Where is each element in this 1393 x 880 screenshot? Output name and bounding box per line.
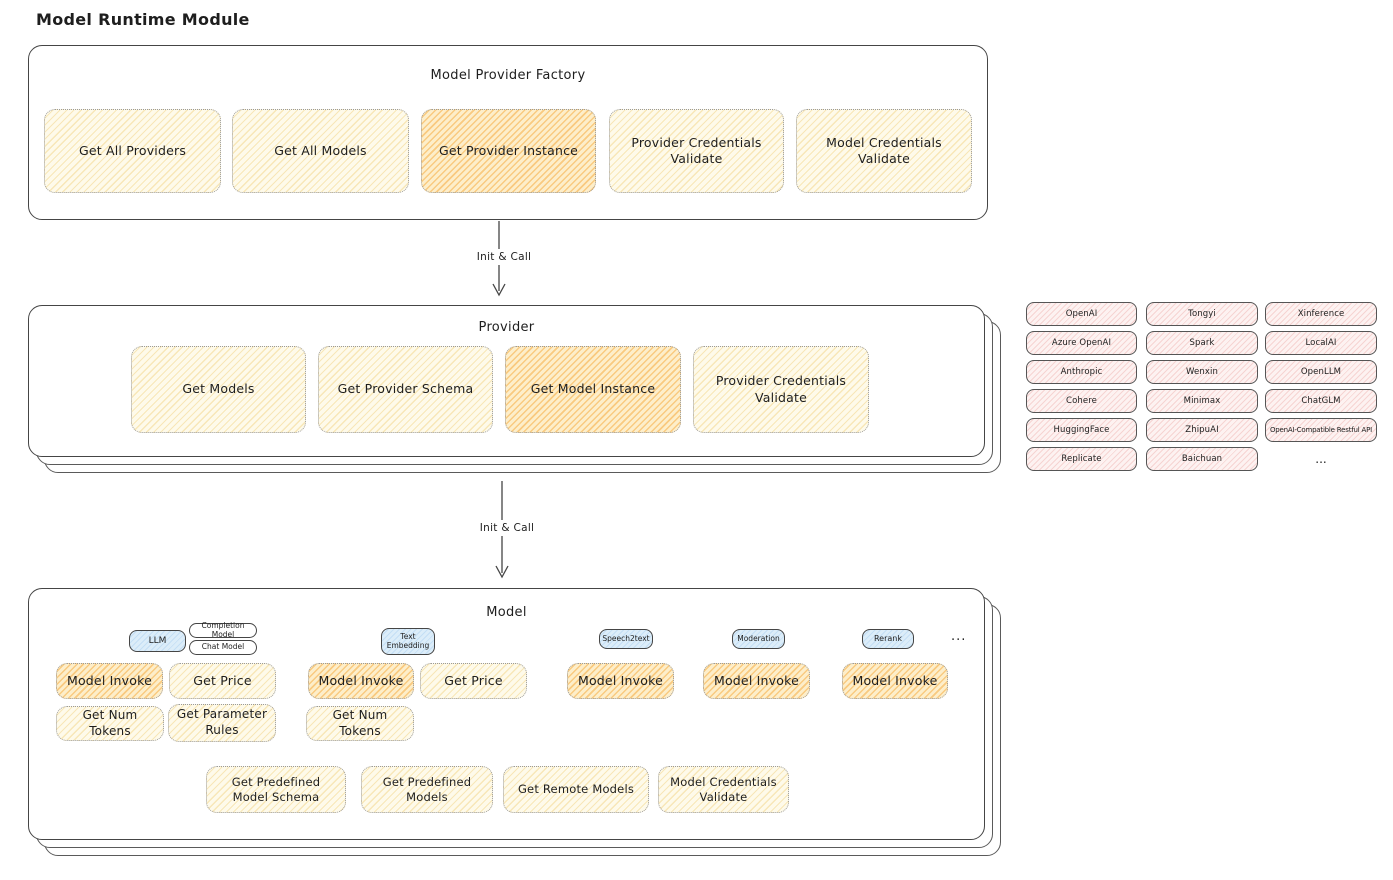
provider-button-get-provider-schema: Get Provider Schema: [318, 346, 493, 433]
provider-chip-openllm: OpenLLM: [1265, 360, 1377, 384]
provider-button-provider-credentials-validate: Provider Credentials Validate: [693, 346, 869, 433]
model-button-llm-get-price: Get Price: [169, 663, 276, 699]
provider-chip-huggingface: HuggingFace: [1026, 418, 1137, 442]
model-type-chip-moderation: Moderation: [732, 629, 785, 649]
diagram-title: Model Runtime Module: [36, 10, 250, 29]
factory-button-model-credentials-validate: Model Credentials Validate: [796, 109, 972, 193]
model-button-model-credentials-validate: Model Credentials Validate: [658, 766, 789, 813]
provider-box: Provider Get Models Get Provider Schema …: [28, 305, 985, 457]
factory-button-get-all-providers: Get All Providers: [44, 109, 221, 193]
model-button-llm-get-parameter-rules: Get Parameter Rules: [168, 704, 276, 742]
model-button-get-remote-models: Get Remote Models: [503, 766, 649, 813]
provider-grid-more-ellipsis: ...: [1315, 452, 1327, 466]
init-call-label-2: Init & Call: [472, 520, 542, 536]
provider-chip-xinference: Xinference: [1265, 302, 1377, 326]
model-button-llm-get-num-tokens: Get Num Tokens: [56, 706, 164, 741]
model-type-chip-completion-model: Completion Model: [189, 621, 257, 638]
model-title: Model: [486, 605, 527, 620]
provider-chip-replicate: Replicate: [1026, 447, 1137, 471]
model-box: Model LLM Completion Model Chat Model Te…: [28, 588, 985, 840]
init-call-label-1: Init & Call: [469, 249, 539, 265]
model-button-get-predefined-models: Get Predefined Models: [361, 766, 493, 813]
provider-grid-column-3: Xinference LocalAI OpenLLM ChatGLM OpenA…: [1265, 302, 1377, 471]
provider-chip-wenxin: Wenxin: [1146, 360, 1258, 384]
provider-chip-baichuan: Baichuan: [1146, 447, 1258, 471]
model-type-chip-llm: LLM: [129, 630, 186, 652]
provider-chip-chatglm: ChatGLM: [1265, 389, 1377, 413]
model-button-get-predefined-model-schema: Get Predefined Model Schema: [206, 766, 346, 813]
model-button-rerank-model-invoke: Model Invoke: [842, 663, 948, 699]
model-button-embedding-model-invoke: Model Invoke: [308, 663, 414, 699]
provider-chip-localai: LocalAI: [1265, 331, 1377, 355]
factory-button-provider-credentials-validate: Provider Credentials Validate: [609, 109, 784, 193]
factory-button-get-all-models: Get All Models: [232, 109, 409, 193]
model-button-speech2text-model-invoke: Model Invoke: [567, 663, 674, 699]
provider-button-get-model-instance: Get Model Instance: [505, 346, 681, 433]
model-type-chip-text-embedding: Text Embedding: [381, 628, 435, 655]
factory-title: Model Provider Factory: [430, 68, 586, 83]
model-type-chip-chat-model: Chat Model: [189, 640, 257, 655]
factory-box: Model Provider Factory Get All Providers…: [28, 45, 988, 220]
factory-button-get-provider-instance: Get Provider Instance: [421, 109, 596, 193]
model-button-embedding-get-price: Get Price: [420, 663, 527, 699]
model-type-chip-rerank: Rerank: [862, 629, 914, 649]
provider-chip-spark: Spark: [1146, 331, 1258, 355]
provider-chip-anthropic: Anthropic: [1026, 360, 1137, 384]
provider-chip-cohere: Cohere: [1026, 389, 1137, 413]
provider-title: Provider: [478, 320, 535, 335]
model-button-embedding-get-num-tokens: Get Num Tokens: [306, 706, 414, 741]
provider-chip-azure-openai: Azure OpenAI: [1026, 331, 1137, 355]
model-button-moderation-model-invoke: Model Invoke: [703, 663, 810, 699]
model-types-more-ellipsis: ...: [951, 629, 967, 644]
provider-grid-column-1: OpenAI Azure OpenAI Anthropic Cohere Hug…: [1026, 302, 1137, 471]
provider-chip-tongyi: Tongyi: [1146, 302, 1258, 326]
model-type-chip-speech2text: Speech2text: [599, 629, 653, 649]
provider-chip-minimax: Minimax: [1146, 389, 1258, 413]
model-button-llm-model-invoke: Model Invoke: [56, 663, 163, 699]
provider-chip-zhipuai: ZhipuAI: [1146, 418, 1258, 442]
provider-chip-openai-compatible: OpenAI-Compatible Restful API: [1265, 418, 1377, 442]
provider-chip-openai: OpenAI: [1026, 302, 1137, 326]
provider-grid-column-2: Tongyi Spark Wenxin Minimax ZhipuAI Baic…: [1146, 302, 1258, 471]
provider-button-get-models: Get Models: [131, 346, 306, 433]
